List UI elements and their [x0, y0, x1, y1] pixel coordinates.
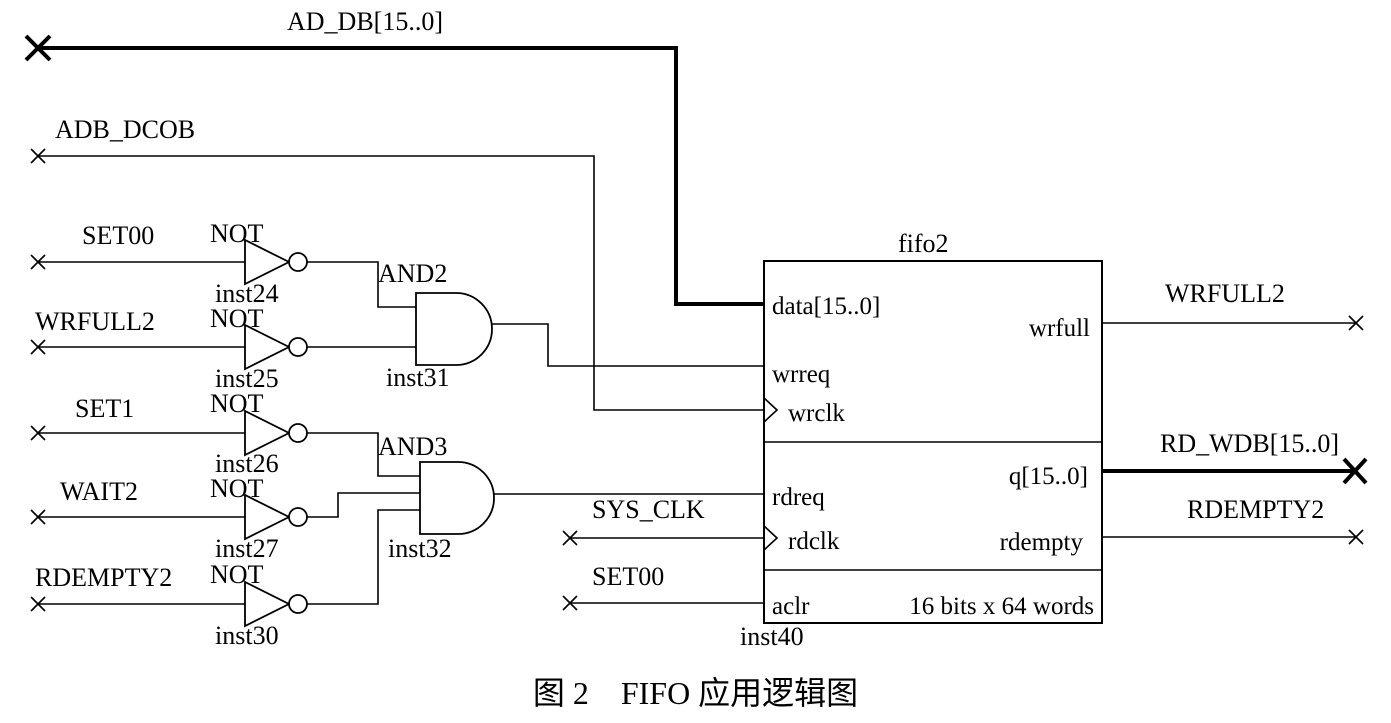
- inst25-label: inst25: [215, 364, 279, 393]
- not-gate-inst26: [30, 409, 308, 457]
- rdempty2-label: RDEMPTY2: [35, 563, 172, 592]
- set00-aclr-label: SET00: [592, 562, 664, 591]
- set00-aclr-wire: [562, 595, 764, 611]
- inst30-label: inst30: [215, 621, 279, 650]
- and3-label: AND3: [378, 432, 447, 461]
- not-label-inst26: NOT: [210, 389, 264, 418]
- wrfull2-output-wire: [1102, 315, 1364, 331]
- fifo-logic-diagram: AD_DB[15..0] ADB_DCOB SET00 NOT inst24 W…: [24, 7, 1368, 651]
- figure-caption: 图 2 FIFO 应用逻辑图: [532, 675, 859, 711]
- port-rdempty: rdempty: [1000, 529, 1084, 556]
- port-wrreq: wrreq: [772, 361, 831, 388]
- not-gate-inst27: [30, 493, 308, 541]
- inst27-label: inst27: [215, 534, 279, 563]
- sys-clk-label: SYS_CLK: [592, 495, 705, 524]
- rdempty2-out-label: RDEMPTY2: [1187, 495, 1324, 524]
- wrfull2-out-label: WRFULL2: [1165, 279, 1285, 308]
- not-label-inst27: NOT: [210, 474, 264, 503]
- port-aclr: aclr: [772, 593, 810, 620]
- ad-db-bus: [24, 34, 764, 306]
- not-gate-inst25: [30, 323, 308, 371]
- rd-wdb-output-bus: [1102, 457, 1368, 485]
- not-label-inst30: NOT: [210, 560, 264, 589]
- ad-db-label: AD_DB[15..0]: [287, 7, 443, 36]
- port-wrclk: wrclk: [788, 400, 845, 427]
- port-q: q[15..0]: [1009, 463, 1088, 490]
- inst32-label: inst32: [388, 534, 452, 563]
- fifo-title: fifo2: [898, 229, 949, 258]
- rdempty2-output-wire: [1102, 529, 1364, 545]
- not-label-inst25: NOT: [210, 304, 264, 333]
- port-wrfull: wrfull: [1029, 315, 1090, 342]
- and2-label: AND2: [378, 259, 447, 288]
- inst31-label: inst31: [386, 363, 450, 392]
- fifo-block: [763, 260, 1103, 624]
- and3-gate: [307, 432, 764, 605]
- not-gate-inst24: [30, 238, 308, 286]
- wait2-label: WAIT2: [60, 477, 138, 506]
- adb-dcob-wire: [30, 148, 764, 411]
- not-gate-inst30: [30, 580, 308, 628]
- set00-label: SET00: [82, 221, 154, 250]
- port-rdclk: rdclk: [788, 528, 840, 555]
- sys-clk-wire: [562, 530, 764, 546]
- set1-label: SET1: [75, 394, 134, 423]
- fifo-size: 16 bits x 64 words: [909, 593, 1094, 620]
- and2-gate: [307, 261, 764, 367]
- adb-dcob-label: ADB_DCOB: [55, 115, 195, 144]
- fifo-instance: inst40: [740, 622, 804, 651]
- port-rdreq: rdreq: [772, 484, 825, 511]
- not-label-inst24: NOT: [210, 219, 264, 248]
- port-data: data[15..0]: [772, 293, 880, 320]
- inst26-label: inst26: [215, 449, 279, 478]
- inst24-label: inst24: [215, 279, 279, 308]
- rd-wdb-label: RD_WDB[15..0]: [1160, 429, 1339, 458]
- wrfull2-label: WRFULL2: [35, 307, 155, 336]
